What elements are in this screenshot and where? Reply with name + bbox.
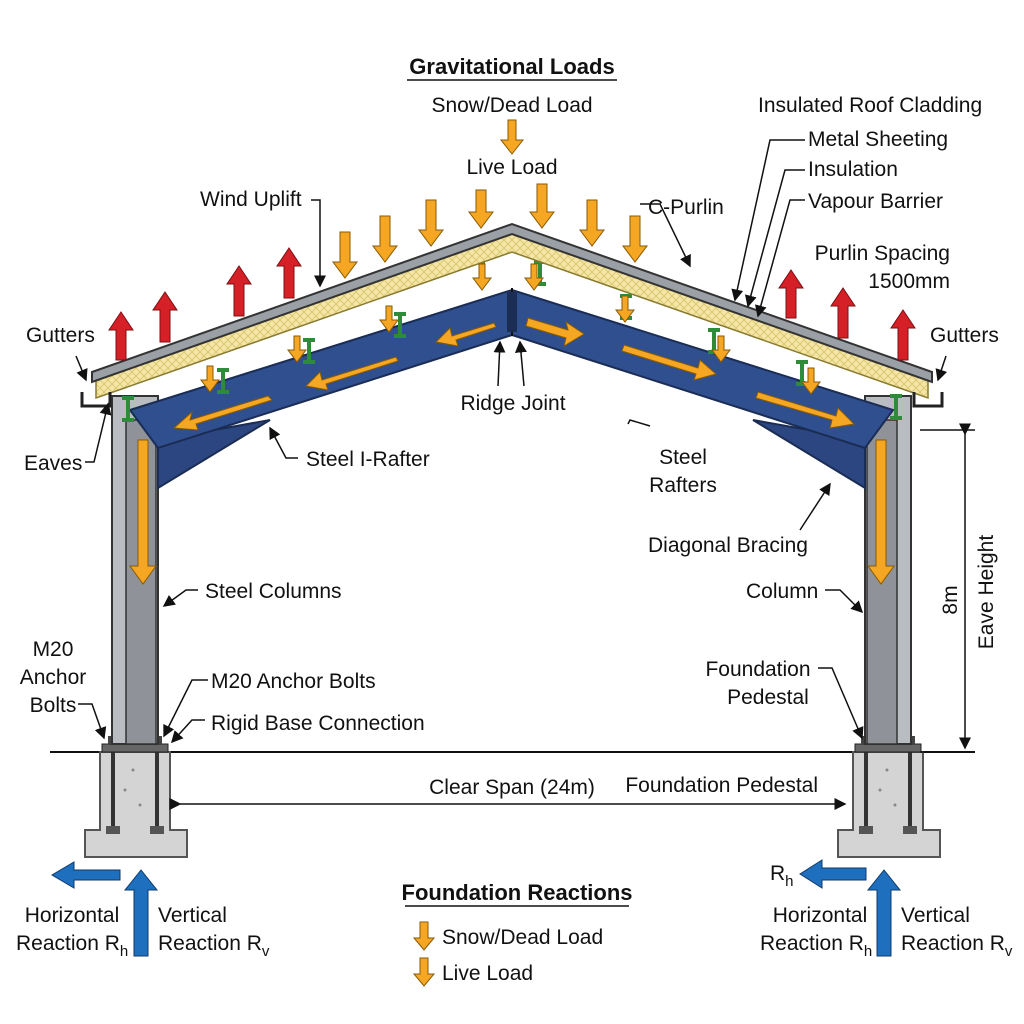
insulation-label: Insulation bbox=[808, 158, 898, 181]
legend-snow-arrow-icon bbox=[412, 921, 436, 951]
roof-metal-sheeting bbox=[91, 222, 933, 384]
wind-uplift-arrows bbox=[108, 247, 916, 361]
gravity-load-arrows bbox=[200, 119, 821, 395]
left-gutter bbox=[80, 392, 112, 408]
left-base-plate bbox=[101, 743, 169, 753]
internal-force-arrows bbox=[129, 317, 895, 585]
eave-height-value: 8m bbox=[939, 585, 962, 614]
clear-span-label: Clear Span (24m) bbox=[429, 776, 595, 799]
vertical-reaction-right-2: Reaction Rv bbox=[901, 932, 1013, 960]
horizontal-reaction-right-1: Horizontal bbox=[773, 904, 868, 927]
steel-columns-label: Steel Columns bbox=[205, 580, 342, 603]
m20-left-label-3: Bolts bbox=[30, 694, 77, 717]
gravitational-loads-title: Gravitational Loads bbox=[409, 54, 614, 79]
vertical-reaction-right-1: Vertical bbox=[901, 904, 970, 927]
steel-rafters-label: Steel bbox=[659, 446, 707, 469]
metal-sheeting-label: Metal Sheeting bbox=[808, 128, 948, 151]
purlin-spacing-value: 1500mm bbox=[868, 270, 950, 293]
horizontal-reaction-left-2: Reaction Rh bbox=[16, 932, 128, 960]
vertical-reaction-left-1: Vertical bbox=[158, 904, 227, 927]
wind-uplift-label: Wind Uplift bbox=[200, 188, 302, 211]
vapour-barrier-label: Vapour Barrier bbox=[808, 190, 943, 213]
rigid-base-connection-label: Rigid Base Connection bbox=[211, 712, 425, 735]
right-base-plate bbox=[854, 743, 922, 753]
c-purlin-label: C-Purlin bbox=[648, 196, 724, 219]
leader-lines bbox=[75, 139, 948, 744]
m20-left-label-1: M20 bbox=[33, 638, 74, 661]
legend-live-label: Live Load bbox=[442, 962, 533, 985]
diagonal-bracing-label: Diagonal Bracing bbox=[648, 534, 808, 557]
foundation-reactions-title: Foundation Reactions bbox=[402, 880, 633, 905]
insulated-roof-cladding-label: Insulated Roof Cladding bbox=[758, 94, 982, 117]
foundation-pedestal-right-label: Foundation Pedestal bbox=[625, 774, 818, 797]
left-foundation bbox=[84, 751, 188, 858]
horizontal-reaction-left-1: Horizontal bbox=[25, 904, 120, 927]
legend-snow-label: Snow/Dead Load bbox=[442, 926, 603, 949]
steel-i-rafter-label: Steel I-Rafter bbox=[306, 448, 430, 471]
legend: Snow/Dead Load Live Load bbox=[412, 921, 603, 987]
foundation-pedestal-label-1: Foundation bbox=[705, 658, 810, 681]
eaves-label: Eaves bbox=[24, 452, 82, 475]
reaction-arrows bbox=[51, 859, 902, 957]
foundation-pedestal-label-2: Pedestal bbox=[727, 686, 809, 709]
gutters-left-label: Gutters bbox=[26, 324, 95, 347]
gutters-right-label: Gutters bbox=[930, 324, 999, 347]
snow-dead-load-label: Snow/Dead Load bbox=[431, 94, 592, 117]
ridge-joint-label: Ridge Joint bbox=[460, 392, 565, 415]
rh-right-label: Rh bbox=[770, 862, 794, 890]
purlin-spacing-label: Purlin Spacing bbox=[815, 242, 950, 265]
right-foundation bbox=[837, 751, 941, 858]
legend-live-arrow-icon bbox=[412, 957, 436, 987]
m20-left-label-2: Anchor bbox=[20, 666, 87, 689]
horizontal-reaction-right-2: Reaction Rh bbox=[760, 932, 872, 960]
live-load-label: Live Load bbox=[466, 156, 557, 179]
right-gutter bbox=[912, 392, 944, 408]
eave-height-dimension bbox=[920, 423, 975, 753]
vertical-reaction-left-2: Reaction Rv bbox=[158, 932, 270, 960]
column-label: Column bbox=[746, 580, 818, 603]
eave-height-label: Eave Height bbox=[975, 535, 998, 650]
steel-rafters-label-2: Rafters bbox=[649, 474, 717, 497]
m20-anchor-bolts-label: M20 Anchor Bolts bbox=[211, 670, 376, 693]
